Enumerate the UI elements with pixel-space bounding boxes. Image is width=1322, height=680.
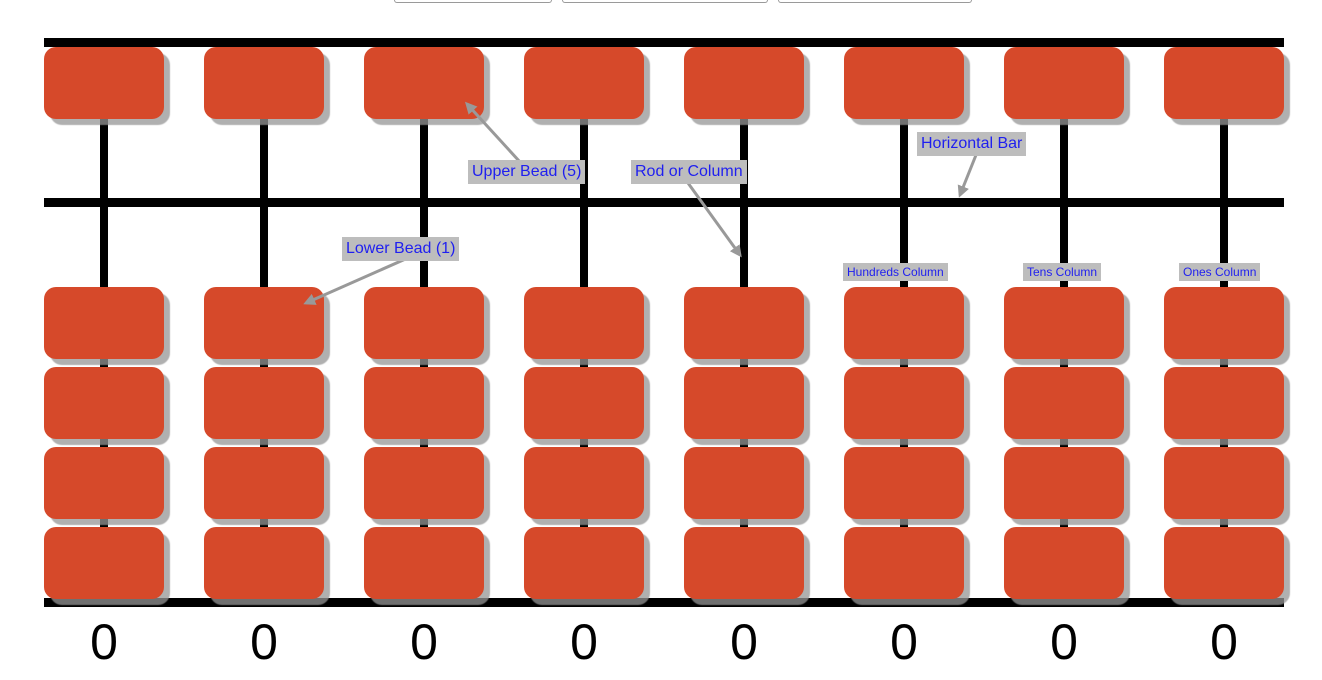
column-value-2: 0 [250,614,278,670]
column-value-5: 0 [730,614,758,670]
lower-bead-column-4-3[interactable] [524,447,644,519]
upper-bead-column-6[interactable] [844,47,964,119]
toolbar-button-3[interactable] [778,0,972,3]
lower-bead-column-8-3[interactable] [1164,447,1284,519]
top-frame-bar [44,38,1284,47]
lower-bead-column-7-4[interactable] [1004,527,1124,599]
horizontal-bar [44,198,1284,207]
hundreds-column-label: Hundreds Column [843,263,948,281]
lower-bead-column-7-1[interactable] [1004,287,1124,359]
toolbar-button-1[interactable] [394,0,552,3]
lower-bead-label: Lower Bead (1) [342,237,460,261]
lower-bead-column-3-2[interactable] [364,367,484,439]
tens-column-label: Tens Column [1023,263,1102,281]
upper-bead-column-7[interactable] [1004,47,1124,119]
rod-label: Rod or Column [631,160,747,184]
lower-bead-column-2-1[interactable] [204,287,324,359]
upper-bead-column-3[interactable] [364,47,484,119]
lower-bead-column-3-1[interactable] [364,287,484,359]
lower-bead-column-6-2[interactable] [844,367,964,439]
upper-bead-column-2[interactable] [204,47,324,119]
bottom-frame-bar [44,598,1284,607]
lower-bead-column-6-4[interactable] [844,527,964,599]
lower-bead-column-2-4[interactable] [204,527,324,599]
lower-bead-column-7-2[interactable] [1004,367,1124,439]
column-value-6: 0 [890,614,918,670]
horizontal-bar-arrow [957,154,978,198]
lower-bead-column-5-4[interactable] [684,527,804,599]
upper-bead-label: Upper Bead (5) [468,160,586,184]
lower-bead-column-5-1[interactable] [684,287,804,359]
upper-bead-column-4[interactable] [524,47,644,119]
lower-bead-column-4-1[interactable] [524,287,644,359]
upper-bead-column-5[interactable] [684,47,804,119]
lower-bead-column-4-4[interactable] [524,527,644,599]
lower-bead-column-1-4[interactable] [44,527,164,599]
column-value-4: 0 [570,614,598,670]
lower-bead-column-5-2[interactable] [684,367,804,439]
lower-bead-column-8-1[interactable] [1164,287,1284,359]
lower-bead-column-8-4[interactable] [1164,527,1284,599]
column-value-1: 0 [90,614,118,670]
lower-bead-column-3-4[interactable] [364,527,484,599]
lower-bead-column-6-1[interactable] [844,287,964,359]
rod-arrow [686,182,742,258]
lower-bead-column-2-3[interactable] [204,447,324,519]
lower-bead-column-6-3[interactable] [844,447,964,519]
column-value-3: 0 [410,614,438,670]
column-value-8: 0 [1210,614,1238,670]
lower-bead-column-1-3[interactable] [44,447,164,519]
upper-bead-column-8[interactable] [1164,47,1284,119]
toolbar-button-2[interactable] [562,0,768,3]
lower-bead-column-5-3[interactable] [684,447,804,519]
upper-bead-column-1[interactable] [44,47,164,119]
lower-bead-column-3-3[interactable] [364,447,484,519]
lower-bead-column-8-2[interactable] [1164,367,1284,439]
lower-bead-column-1-2[interactable] [44,367,164,439]
ones-column-label: Ones Column [1179,263,1261,281]
lower-bead-column-2-2[interactable] [204,367,324,439]
horizontal-bar-label: Horizontal Bar [917,132,1027,156]
lower-bead-column-7-3[interactable] [1004,447,1124,519]
lower-bead-column-4-2[interactable] [524,367,644,439]
column-value-7: 0 [1050,614,1078,670]
lower-bead-column-1-1[interactable] [44,287,164,359]
